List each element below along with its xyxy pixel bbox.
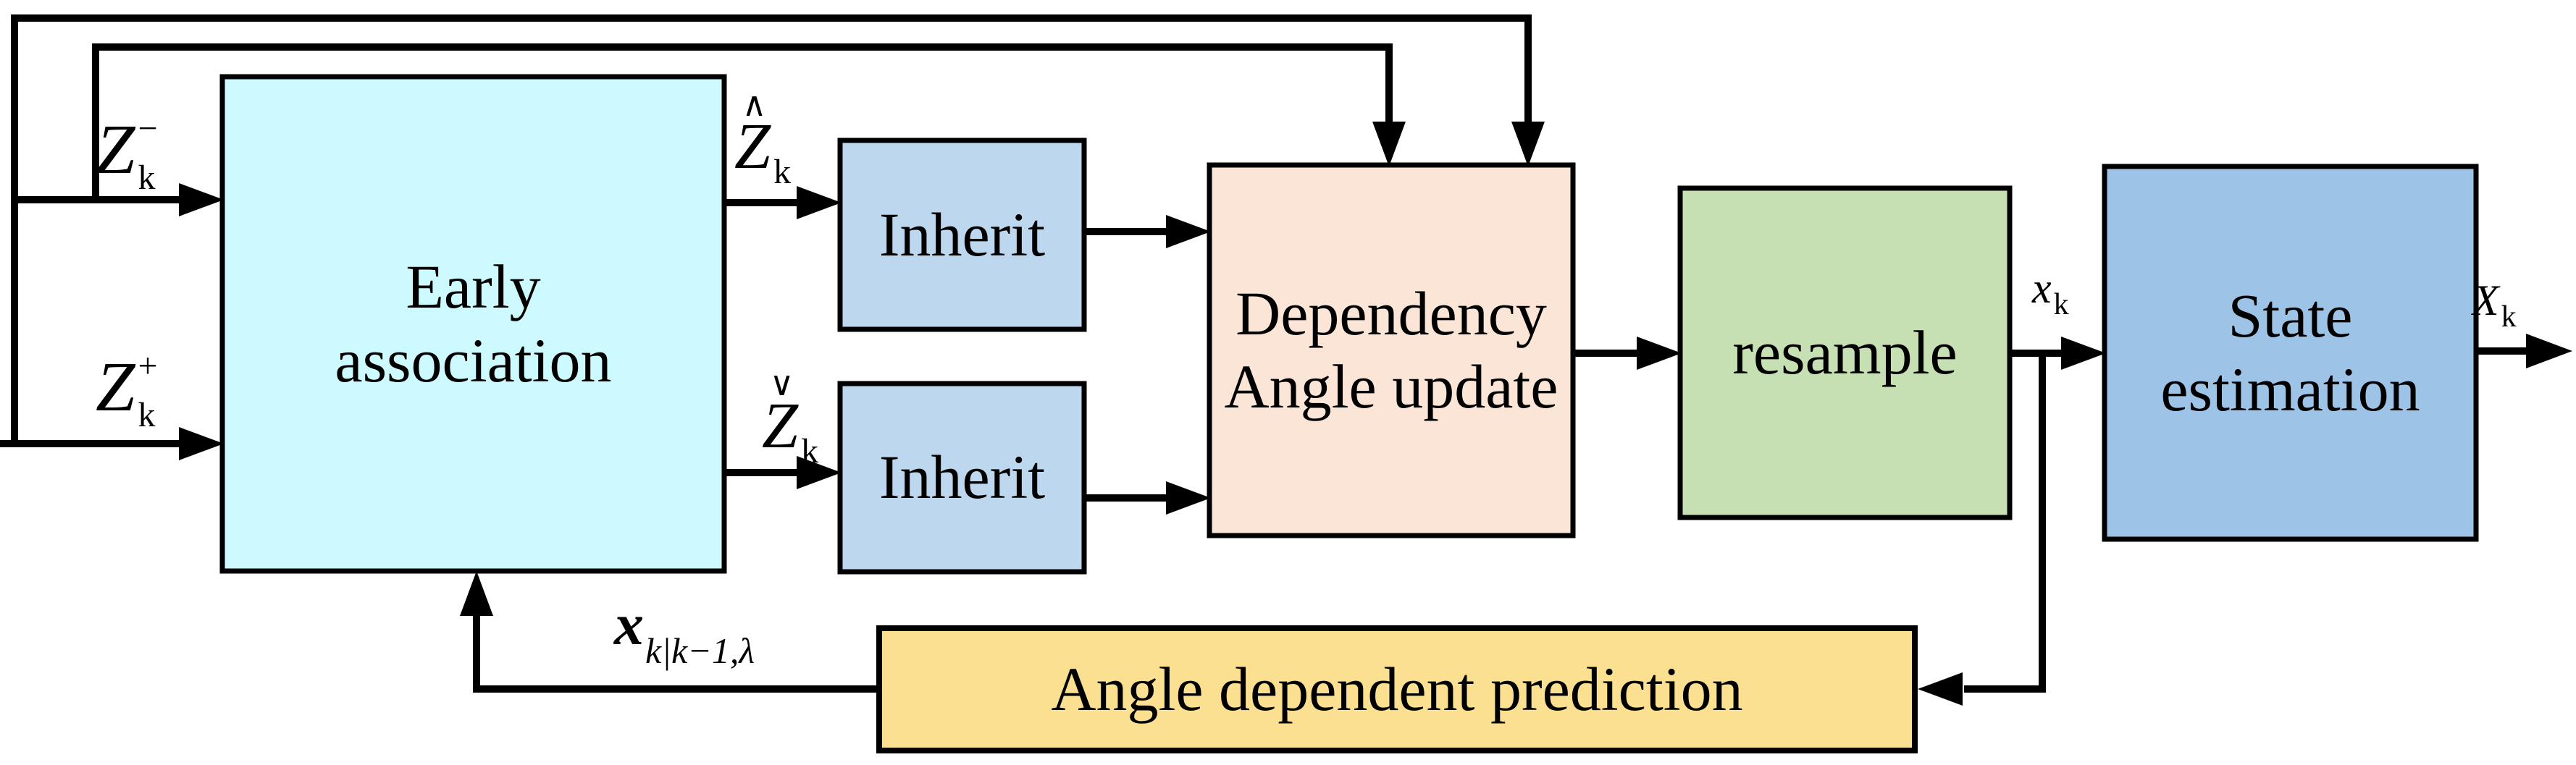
box-angle-dependent-prediction [876, 625, 1918, 753]
arrowhead-resample-in-icon [1637, 337, 1682, 370]
state-estimation-label: State estimation [2160, 281, 2420, 424]
z-hat-accent-icon: ∧ [742, 86, 767, 123]
z-minus-subscript: k [138, 159, 156, 197]
z-hat-subscript: k [773, 153, 792, 191]
signal-z-hat: ∧ Z k [734, 88, 791, 190]
box-early-association [219, 74, 727, 574]
arrowhead-z-plus-bypass-down-icon [1511, 122, 1545, 166]
arrowhead-state-in-icon [2061, 337, 2106, 370]
z-hat-base: Z [734, 111, 771, 182]
z-plus-superscript: + [138, 347, 158, 385]
box-state-estimation [2102, 164, 2479, 542]
signal-z-minus: Z − k [96, 111, 158, 198]
z-minus-scripts: − k [138, 111, 158, 195]
x-cap-k-subscript: k [2501, 300, 2517, 334]
z-minus-base: Z [96, 111, 135, 189]
connector-z-minus-bypass [92, 43, 1393, 203]
z-check-accent-icon: ∨ [769, 365, 794, 402]
arrowhead-dependency-in-bottom-icon [1166, 481, 1211, 515]
box-resample [1677, 185, 2013, 520]
arrowhead-output-icon [2526, 334, 2572, 368]
z-hat-wrap: ∧ Z [734, 88, 771, 182]
box-inherit-bottom [837, 381, 1087, 575]
signal-z-plus: Z + k [96, 348, 158, 436]
x-cap-k-base: X [2472, 276, 2499, 324]
x-k-subscript: k [2053, 288, 2069, 321]
signal-x-predicted: x k|k−1,λ [614, 591, 755, 669]
inherit-bottom-label: Inherit [878, 442, 1046, 512]
z-plus-base: Z [96, 348, 135, 426]
z-check-base: Z [762, 390, 799, 462]
resample-label: resample [1732, 317, 1958, 387]
angle-dependent-prediction-label: Angle dependent prediction [1051, 654, 1743, 724]
arrowhead-dependency-in-top-icon [1166, 215, 1211, 248]
box-dependency-angle-update [1207, 162, 1576, 538]
signal-x-cap-k: X k [2472, 276, 2517, 332]
inherit-top-label: Inherit [878, 199, 1046, 269]
signal-z-check: ∨ Z k [762, 368, 818, 469]
z-plus-subscript: k [138, 396, 156, 434]
z-check-wrap: ∨ Z [762, 368, 798, 459]
x-predicted-subscript: k|k−1,λ [645, 630, 755, 671]
dependency-angle-update-label: Dependency Angle update [1224, 278, 1558, 421]
arrowhead-z-minus-bypass-down-icon [1372, 122, 1406, 166]
signal-x-k: x k [2032, 264, 2069, 320]
connector-z-plus-bypass [11, 14, 1532, 446]
arrowhead-inherit-top-in-icon [797, 186, 842, 219]
early-association-label: Early association [335, 252, 612, 395]
arrowhead-prediction-in-icon [1918, 672, 1963, 706]
z-plus-scripts: + k [138, 349, 158, 433]
arrowhead-inherit-bottom-in-icon [797, 456, 842, 489]
connector-prediction-to-early [473, 616, 882, 693]
box-inherit-top [837, 138, 1087, 332]
x-k-base: x [2032, 264, 2052, 312]
arrowhead-z-minus-input-icon [179, 183, 224, 216]
arrowhead-early-bottom-in-icon [460, 571, 493, 616]
z-check-subscript: k [801, 432, 819, 470]
connector-xk-to-prediction [1964, 357, 2046, 693]
x-predicted-base: x [614, 591, 644, 657]
arrowhead-z-plus-input-icon [179, 427, 224, 460]
z-minus-superscript: − [138, 109, 158, 148]
